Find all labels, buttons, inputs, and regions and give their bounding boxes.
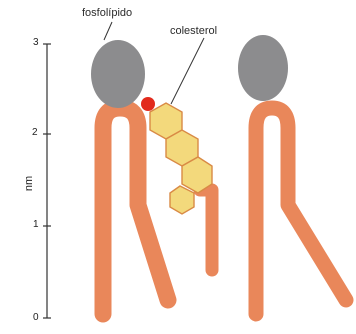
cholesterol-tail [200,190,212,270]
axis-tick-label-0: 0 [33,313,39,323]
cholesterol-hydroxyl [141,97,155,111]
axis-unit-label: nm [24,176,35,191]
axis-tick-label-2: 2 [32,128,38,138]
phospholipid-right [238,35,346,314]
axis-tick-label-3: 3 [33,38,39,48]
phospholipid-right-tails [256,108,346,314]
phospholipid-left [91,40,168,314]
axis-tick-label-1: 1 [33,220,39,230]
phospholipid-leader-line [104,22,112,40]
cholesterol-leader-line [171,38,204,104]
phospholipid-left-head [91,40,145,108]
phospholipid-right-head [238,35,288,101]
phospholipid-left-tails [103,108,168,314]
cholesterol-label: colesterol [170,26,217,37]
cholesterol-ring-4 [170,186,194,214]
phospholipid-label: fosfolípido [82,8,132,19]
